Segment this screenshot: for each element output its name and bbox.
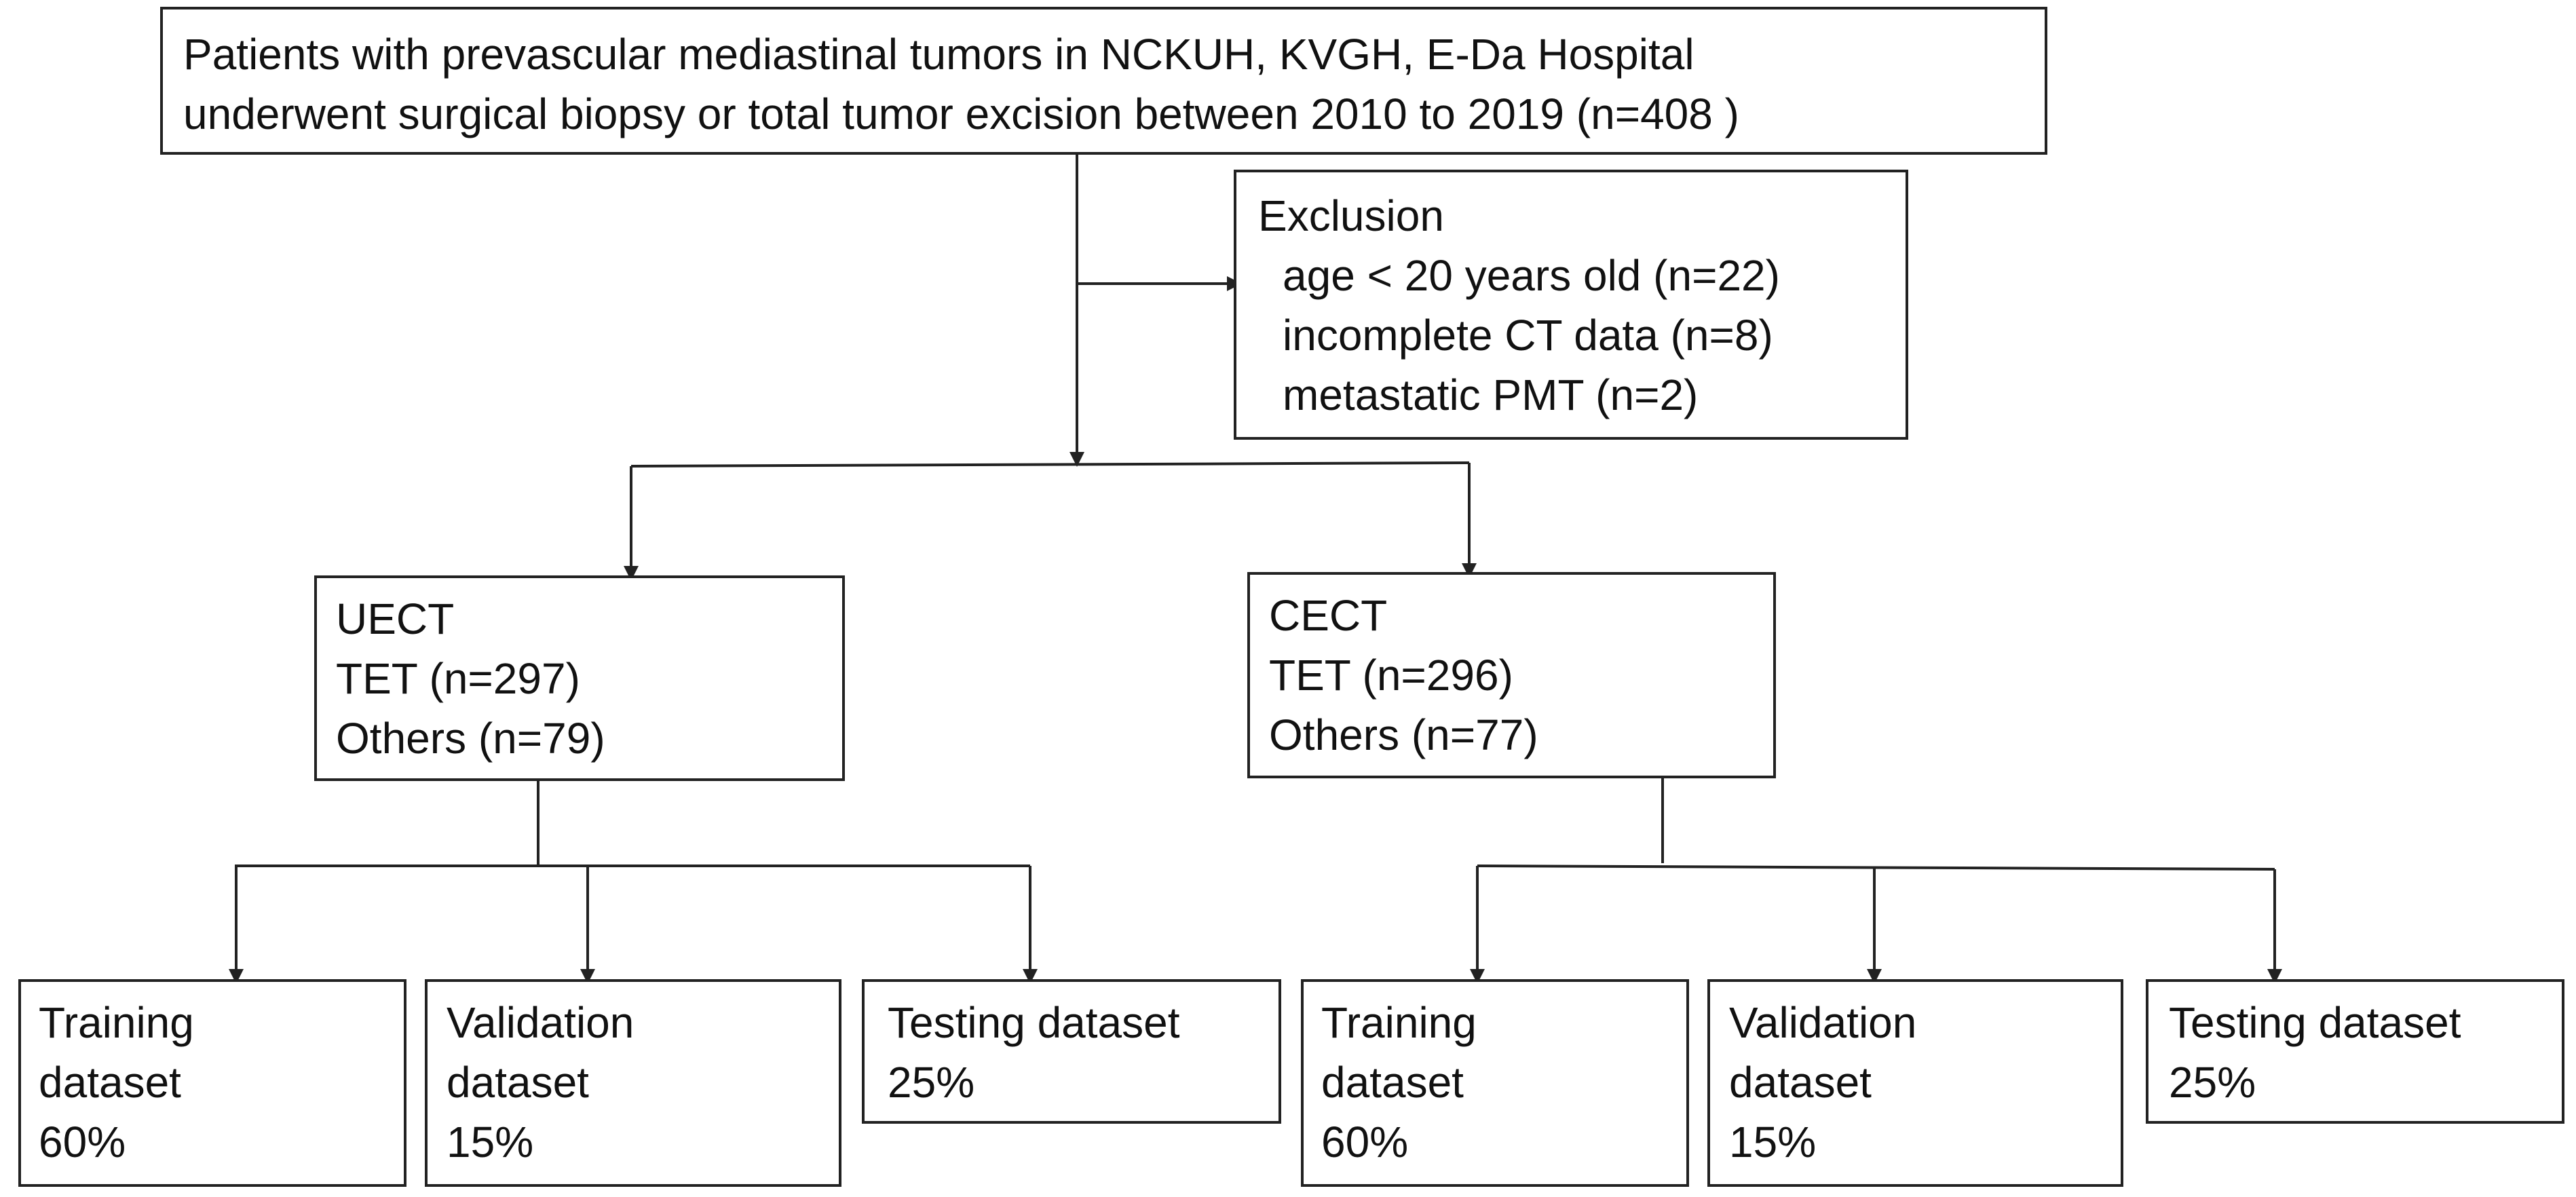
uect-arrowhead (624, 566, 639, 581)
cect-testing-line-2: 25% (2169, 1058, 2256, 1107)
cect-box: CECT TET (n=296) Others (n=77) (1247, 572, 1776, 778)
uect-validation-box: Validation dataset 15% (425, 979, 841, 1187)
uect-validation-arrowhead (580, 969, 595, 984)
uect-others: Others (n=79) (336, 714, 605, 763)
uect-training-box: Training dataset 60% (18, 979, 406, 1187)
cect-training-arrowhead (1470, 969, 1485, 984)
uect-testing-line-1: Testing dataset (888, 998, 1180, 1047)
source-cohort-box: Patients with prevascular mediastinal tu… (160, 7, 2047, 155)
exclusion-box: Exclusion age < 20 years old (n=22) inco… (1234, 170, 1908, 440)
cect-training-line-1: Training (1321, 998, 1477, 1047)
exclusion-title: Exclusion (1258, 191, 1444, 240)
cect-training-line-3: 60% (1321, 1118, 1409, 1166)
cect-validation-box: Validation dataset 15% (1707, 979, 2123, 1187)
uect-validation-line-3: 15% (447, 1118, 534, 1166)
cect-validation-line-3: 15% (1729, 1118, 1817, 1166)
uect-testing-box: Testing dataset 25% (862, 979, 1281, 1124)
cect-testing-box: Testing dataset 25% (2146, 979, 2564, 1124)
uect-training-line-1: Training (39, 998, 194, 1047)
cect-split-line (1477, 864, 2275, 871)
uect-training-line-3: 60% (39, 1118, 126, 1166)
uect-testing-arrowhead (1023, 969, 1038, 984)
cect-validation-arrowhead (1867, 969, 1882, 984)
source-line-2: underwent surgical biopsy or total tumor… (183, 90, 1739, 138)
uect-training-line-2: dataset (39, 1058, 181, 1107)
cect-training-box: Training dataset 60% (1301, 979, 1689, 1187)
exclusion-item-ct: incomplete CT data (n=8) (1283, 311, 1773, 360)
source-line-1: Patients with prevascular mediastinal tu… (183, 30, 1694, 79)
split-line (630, 461, 1470, 468)
exclusion-item-age: age < 20 years old (n=22) (1283, 251, 1780, 300)
cect-others: Others (n=77) (1269, 710, 1538, 759)
cect-title: CECT (1269, 591, 1388, 640)
cect-arrowhead (1462, 563, 1477, 578)
cect-testing-arrowhead (2267, 969, 2282, 984)
uect-title: UECT (336, 594, 455, 643)
uect-testing-line-2: 25% (888, 1058, 975, 1107)
cect-tet: TET (n=296) (1269, 651, 1513, 700)
uect-box: UECT TET (n=297) Others (n=79) (314, 575, 845, 781)
cect-testing-line-1: Testing dataset (2169, 998, 2461, 1047)
cect-validation-line-1: Validation (1729, 998, 1917, 1047)
exclusion-item-pmt: metastatic PMT (n=2) (1283, 370, 1699, 419)
cect-training-line-2: dataset (1321, 1058, 1464, 1107)
cect-validation-line-2: dataset (1729, 1058, 1872, 1107)
uect-tet: TET (n=297) (336, 654, 580, 703)
uect-training-arrowhead (229, 969, 244, 984)
uect-validation-line-2: dataset (447, 1058, 589, 1107)
uect-validation-line-1: Validation (447, 998, 634, 1047)
trunk-arrowhead (1069, 452, 1084, 467)
